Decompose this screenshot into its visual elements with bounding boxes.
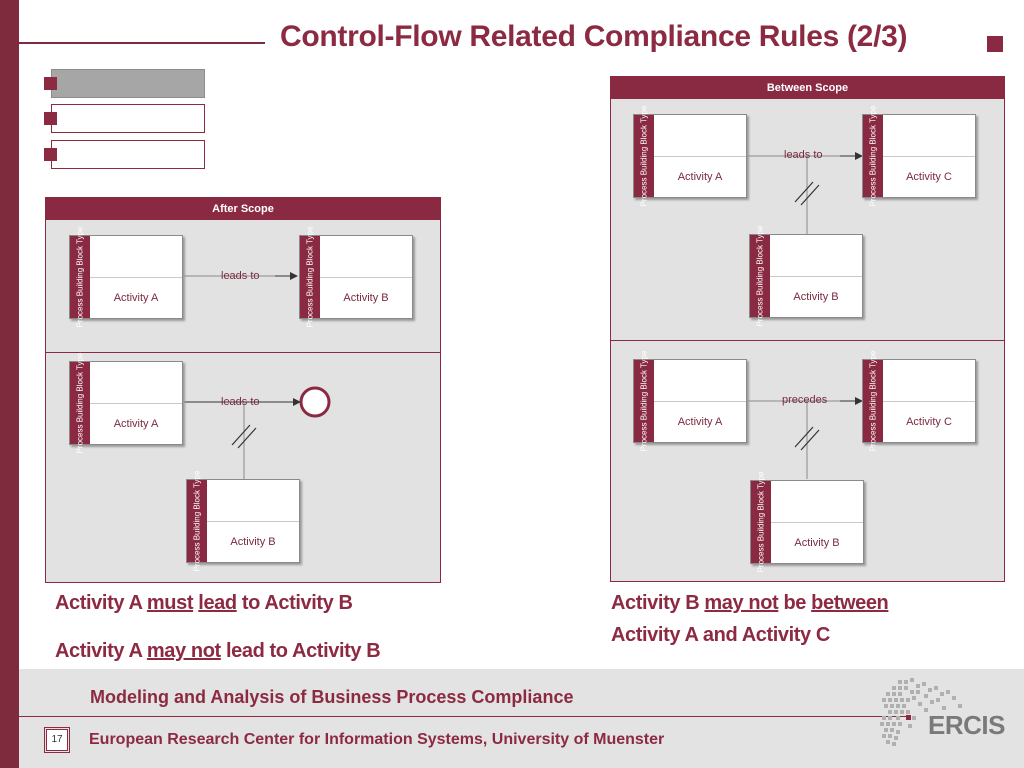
process-building-block: Process Building Block Type Activity B	[186, 471, 300, 571]
pbb-type-label: Process Building Block Type	[75, 226, 85, 328]
page-number: 17	[46, 729, 68, 751]
relation-label: precedes	[782, 394, 828, 406]
emphasis-between: between	[811, 592, 889, 614]
emphasis-must: must	[146, 592, 194, 614]
activity-label: Activity C	[906, 416, 952, 428]
slide-title: Control-Flow Related Compliance Rules (2…	[280, 20, 908, 53]
negation-slash-icon	[237, 427, 257, 449]
nav-bullet-icon	[44, 112, 57, 125]
statement-may-not-between: Activity B may not be between	[611, 592, 889, 614]
left-accent-bar	[0, 0, 19, 768]
ercis-logo: ERCIS	[928, 710, 1005, 740]
pbb-type-label: Process Building Block Type	[192, 470, 202, 572]
emphasis-may-not: may not	[704, 592, 779, 614]
pbb-type-label: Process Building Block Type	[756, 471, 766, 573]
emphasis-lead: lead	[198, 592, 237, 614]
process-building-block: Process Building Block Type Activity B	[750, 472, 864, 572]
after-scope-header: After Scope	[46, 198, 440, 220]
negation-slash-icon	[231, 424, 251, 446]
pbb-type-label: Process Building Block Type	[639, 350, 649, 452]
pbb-type-label: Process Building Block Type	[868, 105, 878, 207]
process-building-block: Process Building Block Type Activity A	[633, 351, 747, 451]
footer-rule	[19, 716, 909, 717]
europe-dot-map-icon	[880, 678, 962, 746]
relation-label: leads to	[784, 149, 823, 161]
activity-label: Activity B	[343, 292, 389, 304]
statement-may-not-lead: Activity A may not lead to Activity B	[55, 640, 381, 662]
activity-label: Activity A	[113, 292, 159, 304]
nav-item-3[interactable]	[51, 140, 205, 169]
between-scope-header: Between Scope	[611, 77, 1004, 99]
negation-slash-icon	[794, 426, 814, 448]
pbb-type-label: Process Building Block Type	[75, 352, 85, 454]
process-building-block: Process Building Block Type Activity C	[862, 351, 976, 451]
pbb-type-label: Process Building Block Type	[639, 105, 649, 207]
activity-label: Activity A	[113, 418, 159, 430]
nav-item-2[interactable]	[51, 104, 205, 133]
pbb-type-label: Process Building Block Type	[868, 350, 878, 452]
nav-bullet-icon	[44, 148, 57, 161]
activity-label: Activity B	[794, 537, 840, 549]
process-building-block: Process Building Block Type Activity C	[862, 106, 976, 206]
activity-label: Activity C	[906, 171, 952, 183]
process-building-block: Process Building Block Type Activity B	[749, 226, 863, 326]
footer-course-title: Modeling and Analysis of Business Proces…	[90, 687, 574, 707]
footer-institute: European Research Center for Information…	[89, 731, 665, 748]
statement-must-lead: Activity A must lead to Activity B	[55, 592, 353, 614]
emphasis-may-not: may not	[146, 640, 221, 662]
negation-slash-icon	[794, 181, 814, 203]
panel-divider	[46, 352, 440, 353]
statement-between-line2: Activity A and Activity C	[611, 624, 830, 646]
activity-label: Activity B	[793, 291, 839, 303]
pbb-type-label: Process Building Block Type	[305, 226, 315, 328]
negation-slash-icon	[800, 184, 820, 206]
process-building-block: Process Building Block Type Activity A	[69, 227, 183, 327]
panel-divider	[611, 340, 1004, 341]
activity-label: Activity A	[677, 416, 723, 428]
nav-item-1[interactable]	[51, 69, 205, 98]
negation-slash-icon	[800, 429, 820, 451]
page-number-frame	[44, 727, 70, 753]
footer-band	[19, 669, 1024, 768]
nav-bullet-icon	[44, 77, 57, 90]
pbb-type-label: Process Building Block Type	[755, 225, 765, 327]
relation-label: leads to	[221, 270, 260, 282]
title-square-icon	[987, 36, 1003, 52]
between-scope-connectors	[748, 152, 863, 479]
activity-label: Activity B	[230, 536, 276, 548]
title-rule	[19, 42, 265, 44]
process-building-block: Process Building Block Type Activity B	[299, 227, 413, 327]
process-building-block: Process Building Block Type Activity A	[633, 106, 747, 206]
relation-label: leads to	[221, 396, 260, 408]
activity-label: Activity A	[677, 171, 723, 183]
end-event-circle	[299, 386, 331, 418]
process-building-block: Process Building Block Type Activity A	[69, 353, 183, 453]
after-scope-connectors	[184, 272, 331, 479]
